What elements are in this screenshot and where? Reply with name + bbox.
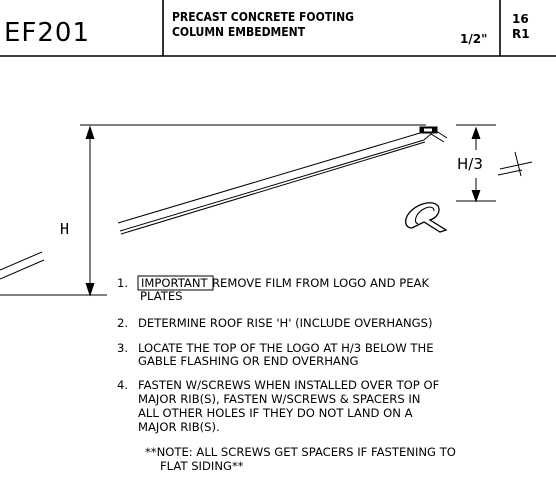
note-2-number: 2. (117, 316, 128, 330)
note-1-number: 1. (117, 276, 128, 290)
dim-h-arrow-bottom (85, 282, 95, 297)
note-3-number: 3. (117, 341, 128, 355)
left-roof-outer (0, 251, 43, 271)
peak-flashing-inner (423, 133, 445, 143)
note-1-line-1: REMOVE FILM FROM LOGO AND PEAK (212, 276, 429, 290)
drawing-scale: 1/2" (460, 32, 487, 46)
note-4-line-4: MAJOR RIB(S). (138, 420, 220, 434)
note-4-number: 4. (117, 378, 128, 392)
note-3-line-2: GABLE FLASHING OR END OVERHANG (138, 354, 359, 368)
note-4-line-1: FASTEN W/SCREWS WHEN INSTALLED OVER TOP … (138, 378, 439, 392)
footnote-line-2: FLAT SIDING** (160, 459, 244, 473)
note-2-line-1: DETERMINE ROOF RISE 'H' (INCLUDE OVERHAN… (138, 316, 433, 330)
note-1-important-label: IMPORTANT (141, 276, 209, 290)
dim-h-arrow-top (85, 125, 95, 140)
dim-h-label: H (60, 220, 69, 238)
logo-inner (414, 206, 435, 225)
sheet-revision: R1 (512, 27, 530, 41)
logo-outer (404, 202, 448, 233)
peak-plate-mark (424, 128, 432, 132)
title-block: EF201 PRECAST CONCRETE FOOTING COLUMN EM… (0, 0, 556, 57)
note-3-line-1: LOCATE THE TOP OF THE LOGO AT H/3 BELOW … (138, 341, 434, 355)
roof-slope-outer (117, 132, 421, 224)
drawing-title-line-2: COLUMN EMBEDMENT (172, 25, 306, 39)
left-roof-inner (0, 259, 45, 280)
dim-h3-arrow-top (471, 126, 481, 140)
sheet-number: 16 (512, 12, 529, 26)
drawing-title-line-1: PRECAST CONCRETE FOOTING (172, 10, 354, 24)
note-4-line-2: MAJOR RIB(S), FASTEN W/SCREWS & SPACERS … (138, 392, 420, 406)
drawing-code: EF201 (4, 18, 90, 48)
note-4-line-3: ALL OTHER HOLES IF THEY DO NOT LAND ON A (138, 406, 413, 420)
dim-h3-label: H/3 (457, 155, 483, 173)
dim-h-label-text: H (60, 220, 69, 238)
installation-notes: 1. IMPORTANT REMOVE FILM FROM LOGO AND P… (117, 275, 456, 473)
roof-slope-inner-2 (120, 141, 426, 235)
roof-slope-inner (119, 139, 425, 232)
dim-h3-arrow-bottom (471, 189, 481, 203)
important-box (137, 275, 214, 291)
note-1-line-2: PLATES (140, 289, 183, 303)
footnote-line-1: **NOTE: ALL SCREWS GET SPACERS IF FASTEN… (145, 445, 456, 459)
break-line-symbol (497, 151, 533, 177)
roof-drawing (0, 124, 533, 297)
